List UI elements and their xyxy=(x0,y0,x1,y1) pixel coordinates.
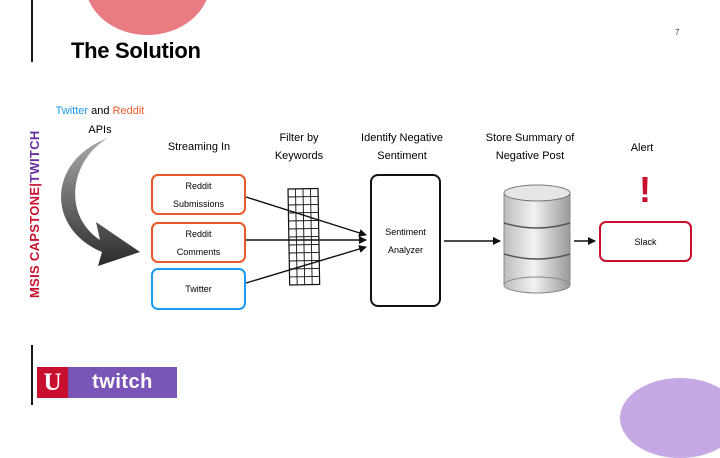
twitch-wordmark: twitch xyxy=(68,367,177,398)
accent-line-top xyxy=(31,0,33,62)
reddit-comments-box: Reddit Comments xyxy=(151,222,246,263)
slide-number: 7 xyxy=(675,28,680,37)
reddit-label: Reddit xyxy=(112,105,145,117)
header-filter: Filter by Keywords xyxy=(263,129,335,165)
header-filter-line1: Filter by xyxy=(279,132,319,144)
diagram-graphics xyxy=(61,138,596,294)
sentiment-analyzer-box: Sentiment Analyzer xyxy=(370,174,441,307)
reddit-submissions-line1: Reddit xyxy=(185,180,212,191)
slack-box: Slack xyxy=(599,221,692,262)
header-store-line2: Negative Post xyxy=(495,150,565,162)
and-label: and xyxy=(91,105,110,117)
utah-twitch-logo: U twitch xyxy=(37,367,177,398)
alert-exclamation-icon: ! xyxy=(639,169,651,210)
header-alert: Alert xyxy=(630,142,654,154)
reddit-comments-line1: Reddit xyxy=(185,228,212,239)
apis-label: APIs xyxy=(88,124,112,136)
header-streaming: Streaming In xyxy=(167,141,231,153)
arrow-submissions-to-analyzer xyxy=(245,196,367,237)
arrow-twitter-to-analyzer xyxy=(245,245,367,284)
sources-title: Twitter and Reddit APIs xyxy=(40,102,160,140)
curved-arrow-icon xyxy=(61,138,140,266)
twitter-label: Twitter xyxy=(55,105,89,117)
reddit-submissions-line2: Submissions xyxy=(172,198,225,209)
utah-u-logo: U xyxy=(37,367,68,398)
header-identify-line2: Sentiment xyxy=(377,150,427,162)
twitter-box: Twitter xyxy=(151,268,246,310)
header-store: Store Summary of Negative Post xyxy=(474,129,586,165)
header-store-line1: Store Summary of xyxy=(485,132,575,144)
reddit-submissions-box: Reddit Submissions xyxy=(151,174,246,215)
header-identify-line1: Identify Negative xyxy=(361,132,443,144)
analyzer-line2: Analyzer xyxy=(387,244,423,255)
header-filter-line2: Keywords xyxy=(274,150,324,162)
analyzer-line1: Sentiment xyxy=(385,226,426,237)
header-identify: Identify Negative Sentiment xyxy=(348,129,456,165)
filter-grid-icon xyxy=(287,187,321,286)
database-icon xyxy=(503,184,571,294)
twitter-box-label: Twitter xyxy=(185,284,212,294)
accent-line-bottom xyxy=(31,345,33,405)
reddit-comments-line2: Comments xyxy=(176,246,221,257)
slide-title: The Solution xyxy=(71,38,201,63)
